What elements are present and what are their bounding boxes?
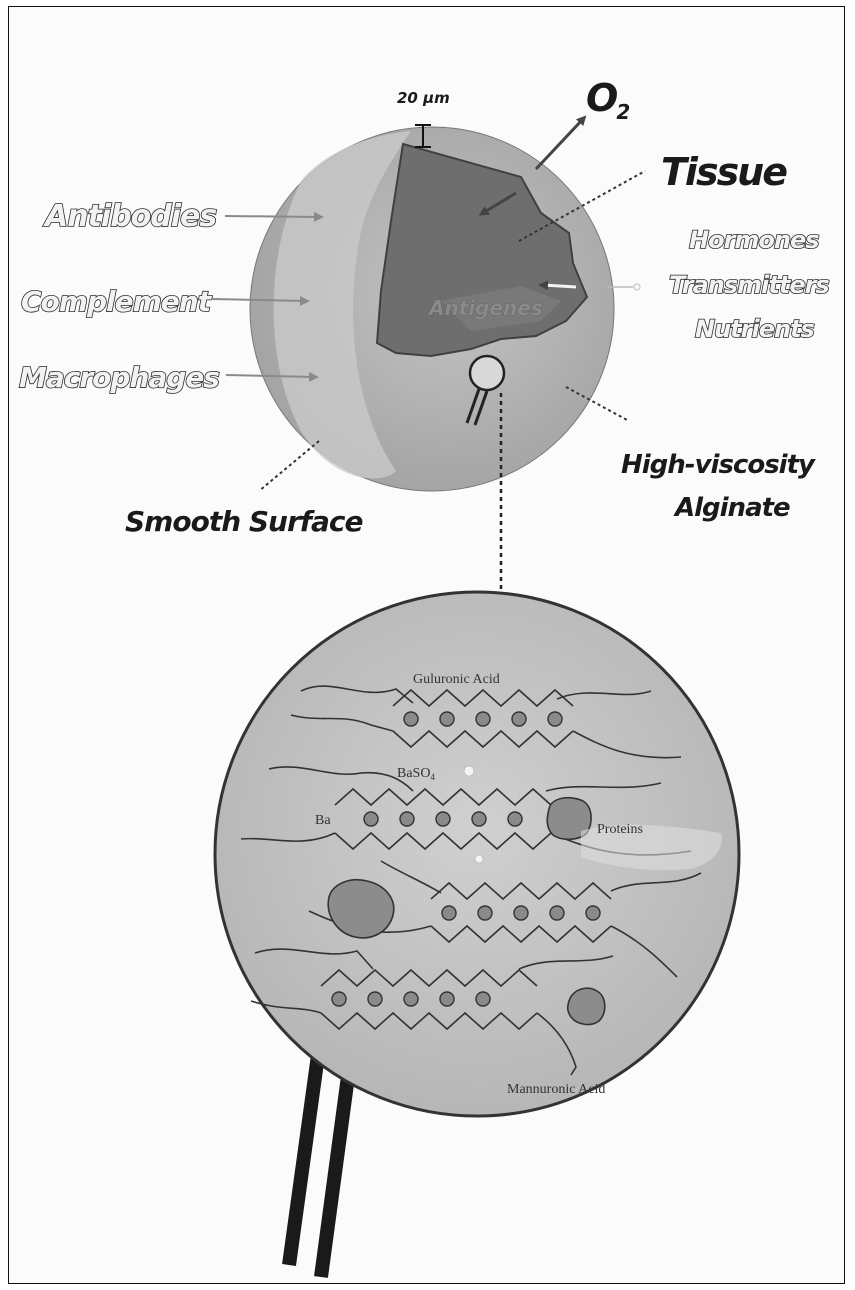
- oxygen-o: O: [586, 76, 617, 120]
- tissue-label: Tissue: [661, 150, 787, 194]
- hormones-label: Hormones: [689, 226, 819, 254]
- ba-ion: [436, 812, 450, 826]
- antibodies-label: Antibodies: [43, 199, 216, 234]
- oxygen-subscript: 2: [616, 100, 629, 124]
- antigens-label: Antigenes: [427, 296, 543, 320]
- ba-ion: [332, 992, 346, 1006]
- guluronic-acid-label: Guluronic Acid: [413, 672, 500, 687]
- alginate-label-line1: High-viscosity: [621, 450, 816, 480]
- ba-ion: [478, 906, 492, 920]
- ba-ion: [476, 712, 490, 726]
- surface-leader: [259, 441, 319, 491]
- ba-ion: [404, 712, 418, 726]
- ba-ion: [476, 992, 490, 1006]
- baso4-text: BaSO: [397, 766, 430, 781]
- ba-ion: [442, 906, 456, 920]
- figure-frame: 20 µm O2 Tissue Antigenes Antibodies Com…: [8, 6, 845, 1284]
- macrophages-label: Macrophages: [19, 361, 219, 394]
- ba-ion: [400, 812, 414, 826]
- ba-ion: [472, 812, 486, 826]
- scale-label: 20 µm: [397, 89, 450, 107]
- ba-ion: [548, 712, 562, 726]
- oxygen-arrow-out: [536, 119, 583, 169]
- proteins-label: Proteins: [597, 822, 643, 837]
- complement-label: Complement: [21, 285, 213, 318]
- protein-blob: [568, 988, 605, 1024]
- ba-ion: [514, 906, 528, 920]
- ba-ion: [440, 992, 454, 1006]
- antibodies-arrow: [225, 216, 319, 217]
- surface-label: Smooth Surface: [125, 505, 362, 538]
- mannuronic-acid-label: Mannuronic Acid: [507, 1082, 605, 1097]
- baso4-subscript: 4: [430, 772, 435, 782]
- alginate-label-line2: Alginate: [673, 493, 790, 523]
- ba-ion: [364, 812, 378, 826]
- transmitters-label: Transmitters: [669, 271, 829, 299]
- microcapsule-diagram: 20 µm O2 Tissue Antigenes Antibodies Com…: [9, 7, 846, 1285]
- ba-ion: [440, 712, 454, 726]
- baso4-particle: [475, 855, 483, 863]
- oxygen-label: O2: [586, 76, 629, 124]
- ba-ion: [404, 992, 418, 1006]
- ba-ion: [586, 906, 600, 920]
- ba-ion: [512, 712, 526, 726]
- baso4-particle: [464, 766, 474, 776]
- nutrients-label: Nutrients: [695, 315, 815, 343]
- antigen-arrow: [543, 285, 576, 287]
- ba-label: Ba: [315, 813, 331, 828]
- baso4-label: BaSO4: [397, 766, 435, 782]
- zoom-lens: Guluronic Acid BaSO4 Ba Proteins Mannuro…: [215, 592, 739, 1277]
- ba-ion: [508, 812, 522, 826]
- ba-ion: [550, 906, 564, 920]
- ba-ion: [368, 992, 382, 1006]
